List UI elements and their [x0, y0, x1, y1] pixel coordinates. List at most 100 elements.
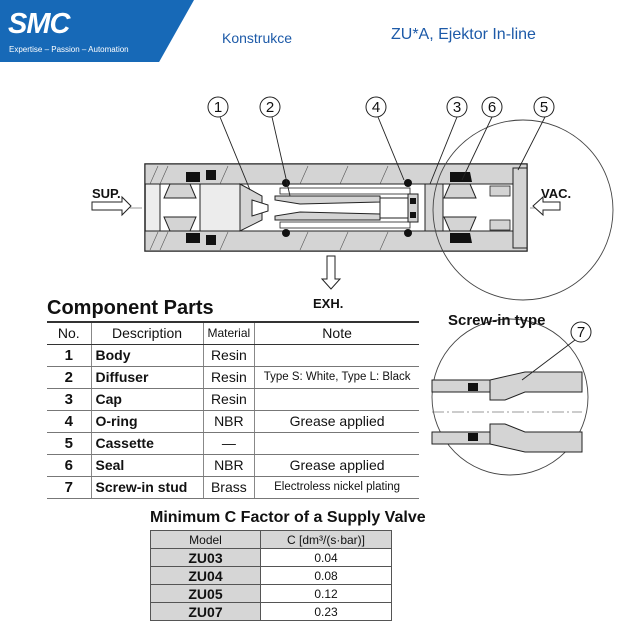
callout-6-text: 6 — [488, 99, 496, 116]
product-heading: ZU*A, Ejektor In-line — [391, 26, 536, 43]
cell-no: 5 — [47, 432, 91, 455]
o-ring-2 — [282, 229, 290, 237]
callout-6 — [481, 96, 503, 118]
cell-no: 1 — [47, 344, 91, 367]
header-material: Material — [202, 321, 255, 345]
left-ring-top — [206, 170, 216, 180]
table-row: 3 Cap Resin — [47, 388, 419, 411]
table-row: ZU03 0.04 — [150, 548, 392, 567]
cell-material: Resin — [202, 366, 255, 389]
cell-note: Grease applied — [254, 454, 419, 477]
seal-bottom — [450, 233, 472, 243]
cell-no: 2 — [47, 366, 91, 389]
detail-circle — [432, 119, 614, 301]
cell-c-value: 0.23 — [260, 602, 392, 621]
cell-note: Electroless nickel plating — [254, 476, 419, 499]
header-model: Model — [150, 530, 261, 549]
cell-c-value: 0.04 — [260, 548, 392, 567]
cell-material: Brass — [202, 476, 255, 499]
cell-no: 6 — [47, 454, 91, 477]
o-ring-4 — [404, 229, 412, 237]
smc-logo: SMC — [8, 8, 70, 40]
table-row: 6 Seal NBR Grease applied — [47, 454, 419, 477]
cell-c-value: 0.08 — [260, 566, 392, 585]
cell-no: 3 — [47, 388, 91, 411]
component-parts-title: Component Parts — [47, 297, 214, 319]
cell-description: Body — [90, 344, 203, 367]
cell-description: O-ring — [90, 410, 203, 433]
cell-model: ZU03 — [150, 548, 261, 567]
screw-in-section — [431, 371, 583, 453]
cell-description: Seal — [90, 454, 203, 477]
port-sup-label: SUP. — [92, 186, 121, 201]
brand-banner: SMC Expertise – Passion – Automation — [0, 0, 194, 62]
cell-no: 4 — [47, 410, 91, 433]
cell-material: Resin — [202, 344, 255, 367]
diffuser-upper — [274, 195, 381, 205]
port-vac-label: VAC. — [541, 186, 572, 201]
screw-in-type-title: Screw-in type — [448, 312, 546, 329]
header-note: Note — [254, 321, 419, 345]
cell-description: Cassette — [90, 432, 203, 455]
vac-arrow — [532, 195, 561, 217]
nozzle — [239, 183, 263, 232]
callout-1-text: 1 — [214, 99, 222, 116]
callout-7 — [570, 321, 592, 343]
callout-7-text: 7 — [577, 324, 585, 341]
callout-2-text: 2 — [266, 99, 274, 116]
left-seal-bottom — [186, 233, 200, 243]
cassette-end — [512, 167, 528, 249]
table-row: ZU04 0.08 — [150, 566, 392, 585]
callout-1 — [207, 96, 229, 118]
o-ring-1 — [282, 179, 290, 187]
header-description: Description — [90, 321, 203, 345]
cell-note: Type S: White, Type L: Black — [254, 366, 419, 389]
table-header-row: No. Description Material Note — [47, 321, 419, 345]
callout-4 — [365, 96, 387, 118]
port-exh-label: EXH. — [313, 296, 344, 311]
header-no: No. — [47, 321, 91, 345]
c-factor-title: Minimum C Factor of a Supply Valve — [150, 509, 426, 526]
diffuser-lower — [274, 211, 381, 221]
cell-note: Grease applied — [254, 410, 419, 433]
cell-note — [254, 432, 419, 455]
left-ring-bottom — [206, 235, 216, 245]
callout-5 — [533, 96, 555, 118]
cell-description: Screw-in stud — [90, 476, 203, 499]
cell-material: NBR — [202, 410, 255, 433]
table-row: ZU07 0.23 — [150, 602, 392, 621]
table-row: 5 Cassette — — [47, 432, 419, 455]
cell-no: 7 — [47, 476, 91, 499]
left-seal-top — [186, 172, 200, 182]
cell-model: ZU07 — [150, 602, 261, 621]
table-row: 4 O-ring NBR Grease applied — [47, 410, 419, 433]
c-factor-table: Model C [dm³/(s·bar)] ZU03 0.04 ZU04 0.0… — [150, 530, 392, 621]
cell-material: NBR — [202, 454, 255, 477]
cell-material: Resin — [202, 388, 255, 411]
callout-5-text: 5 — [540, 99, 548, 116]
callout-4-text: 4 — [372, 99, 380, 116]
exh-arrow — [320, 255, 342, 290]
cell-description: Cap — [90, 388, 203, 411]
callout-3 — [446, 96, 468, 118]
cell-material: — — [202, 432, 255, 455]
o-ring-3 — [404, 179, 412, 187]
callout-2 — [259, 96, 281, 118]
table-row: ZU05 0.12 — [150, 584, 392, 603]
sup-arrow — [91, 195, 132, 217]
cell-note — [254, 344, 419, 367]
cell-model: ZU05 — [150, 584, 261, 603]
table-header-row: Model C [dm³/(s·bar)] — [150, 530, 392, 549]
table-row: 1 Body Resin — [47, 344, 419, 367]
seal-top — [450, 172, 472, 182]
cell-note — [254, 388, 419, 411]
callout-3-text: 3 — [453, 99, 461, 116]
cell-model: ZU04 — [150, 566, 261, 585]
table-row: 7 Screw-in stud Brass Electroless nickel… — [47, 476, 419, 499]
cell-c-value: 0.12 — [260, 584, 392, 603]
header-c-value: C [dm³/(s·bar)] — [260, 530, 392, 549]
brand-tagline: Expertise – Passion – Automation — [9, 45, 129, 54]
cell-description: Diffuser — [90, 366, 203, 389]
table-row: 2 Diffuser Resin Type S: White, Type L: … — [47, 366, 419, 389]
